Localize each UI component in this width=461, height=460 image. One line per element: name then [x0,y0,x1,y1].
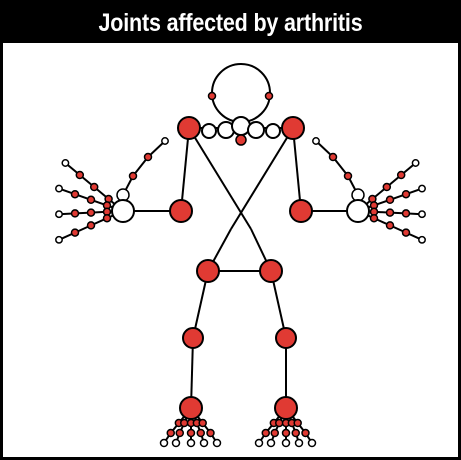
skeleton-diagram [3,43,458,457]
right-finger-joint-3-4 [419,211,425,217]
left-toe-joint-4-2 [197,430,204,437]
left-toe-joint-2-3 [173,440,180,447]
right-finger-joint-4-2 [387,222,394,229]
title-bar: Joints affected by arthritis [3,3,458,43]
skeleton-bones [59,128,422,443]
left-jaw-joint [209,93,216,100]
left-toe-joint-1-3 [161,440,168,447]
left-toe-joint-4-3 [201,440,208,447]
left-finger-joint-4-2 [88,222,95,229]
left-finger-joint-3-3 [72,210,79,217]
right-finger-joint-2-4 [419,185,425,191]
right-toe-joint-4-2 [292,430,299,437]
right-finger-joint-3-2 [387,209,394,216]
right-toe-joint-2-1 [276,420,283,427]
left-finger-joint-4-3 [72,229,79,236]
left-finger-joint-4-1 [104,215,111,222]
right-knee-joint [276,328,296,348]
left-toe-joint-5-1 [199,420,206,427]
neck-joint [236,135,246,145]
neck-vertebra-5 [266,124,280,138]
right-ankle-joint [275,397,297,419]
right-upper-arm [293,128,301,211]
left-finger-joint-2-4 [56,185,62,191]
right-toe-joint-3-2 [283,430,290,437]
left-elbow-joint [170,200,192,222]
right-finger-joint-1-2 [383,184,390,191]
left-finger-joint-2-2 [88,196,95,203]
left-ankle-joint [180,397,202,419]
left-thumb-joint-4 [162,138,168,144]
right-toe-joint-2-3 [268,440,275,447]
head [212,64,270,122]
right-toe-joint-2-2 [271,430,278,437]
neck-vertebra-4 [248,122,264,138]
right-toe-joint-3-3 [283,440,290,447]
right-thumb-joint-4 [313,138,319,144]
right-toe-joint-5-2 [302,430,309,437]
right-thumb-joint-3 [330,154,337,161]
left-toe-joint-2-2 [176,430,183,437]
left-wrist-joint [112,200,134,222]
left-finger-joint-3-4 [56,211,62,217]
right-shoulder-joint [282,117,304,139]
right-finger-joint-2-3 [403,191,410,198]
left-finger-joint-4-4 [56,237,62,243]
right-finger-joint-1-4 [412,160,418,166]
right-finger-joint-2-2 [387,196,394,203]
left-thumb-joint-2 [130,173,137,180]
neck-vertebra-1 [202,124,216,138]
left-toe-joint-5-3 [214,440,221,447]
right-thumb-joint-2 [345,173,352,180]
right-jaw-joint [266,93,273,100]
right-hip-joint [260,260,282,282]
right-toe-joint-1-3 [256,440,263,447]
left-shoulder-joint [178,117,200,139]
right-toe-joint-5-1 [294,420,301,427]
left-toe-joint-2-1 [181,420,188,427]
right-finger-joint-4-1 [371,215,378,222]
left-thumb-joint-3 [145,154,152,161]
left-toe-joint-3-3 [188,440,195,447]
left-finger-joint-3-2 [88,209,95,216]
skeleton-joints [56,64,425,447]
figure-title: Joints affected by arthritis [98,9,362,38]
left-knee-joint [183,328,203,348]
right-toe-joint-1-2 [262,430,269,437]
right-toe-joint-4-3 [296,440,303,447]
left-toe-joint-1-2 [167,430,174,437]
left-finger-joint-1-3 [76,172,83,179]
right-toe-joint-5-3 [309,440,316,447]
right-elbow-joint [290,200,312,222]
left-upper-arm [181,128,189,211]
right-finger-joint-1-3 [398,172,405,179]
left-toe-joint-5-2 [207,430,214,437]
right-finger-joint-4-3 [403,229,410,236]
right-finger-joint-4-4 [419,237,425,243]
left-finger-joint-2-3 [72,191,79,198]
left-finger-joint-1-2 [91,184,98,191]
right-wrist-joint [347,200,369,222]
left-hip-joint [197,260,219,282]
left-finger-joint-1-4 [62,160,68,166]
left-toe-joint-3-2 [188,430,195,437]
right-finger-joint-3-3 [403,210,410,217]
